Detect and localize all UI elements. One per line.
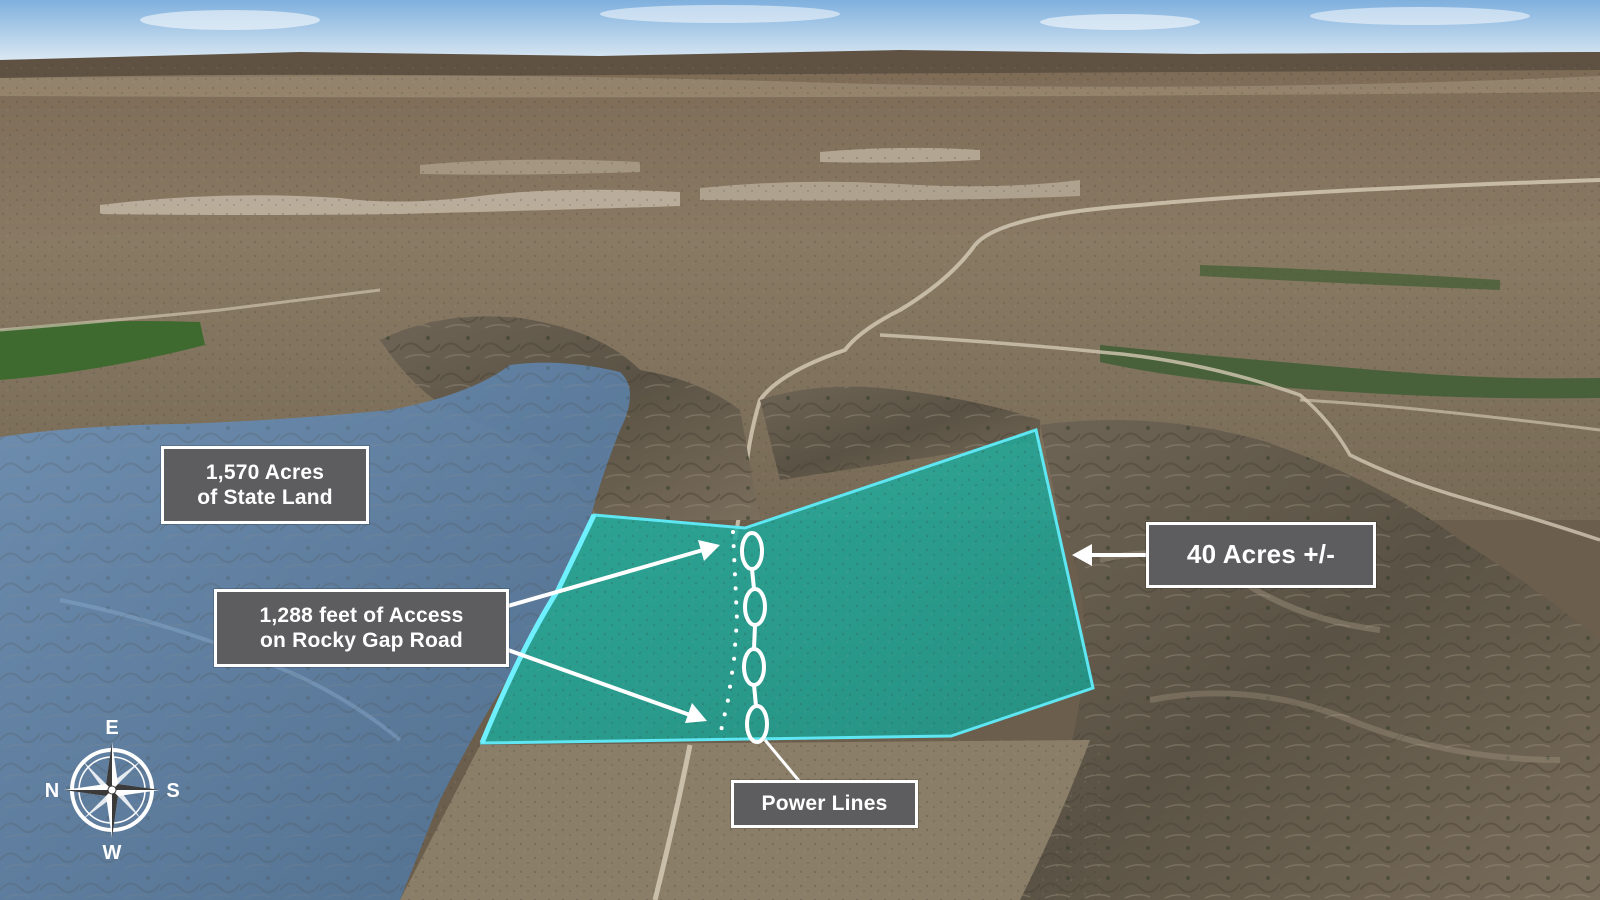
access-label-line-2: on Rocky Gap Road	[260, 629, 463, 652]
compass-east-label: E	[105, 720, 118, 739]
power-lines-label-text: Power Lines	[761, 792, 888, 816]
access-label: 1,288 feet of Access on Rocky Gap Road	[214, 589, 509, 667]
state-land-label: 1,570 Acres of State Land	[161, 446, 369, 524]
state-land-label-line-2: of State Land	[197, 486, 333, 509]
compass-rose-icon: E W N S	[45, 720, 180, 860]
parcel-acres-label: 40 Acres +/-	[1146, 522, 1376, 588]
power-lines-label: Power Lines	[731, 780, 918, 828]
state-land-label-line-1: 1,570 Acres	[205, 460, 325, 484]
access-label-line-1: 1,288 feet of Access	[259, 603, 464, 627]
arrow-icon	[507, 540, 1146, 723]
compass-west-label: W	[103, 842, 122, 860]
parcel-acres-label-text: 40 Acres +/-	[1186, 539, 1336, 570]
power-line-icon	[740, 531, 769, 744]
compass-north-label: N	[45, 780, 59, 802]
compass-south-label: S	[166, 780, 179, 802]
